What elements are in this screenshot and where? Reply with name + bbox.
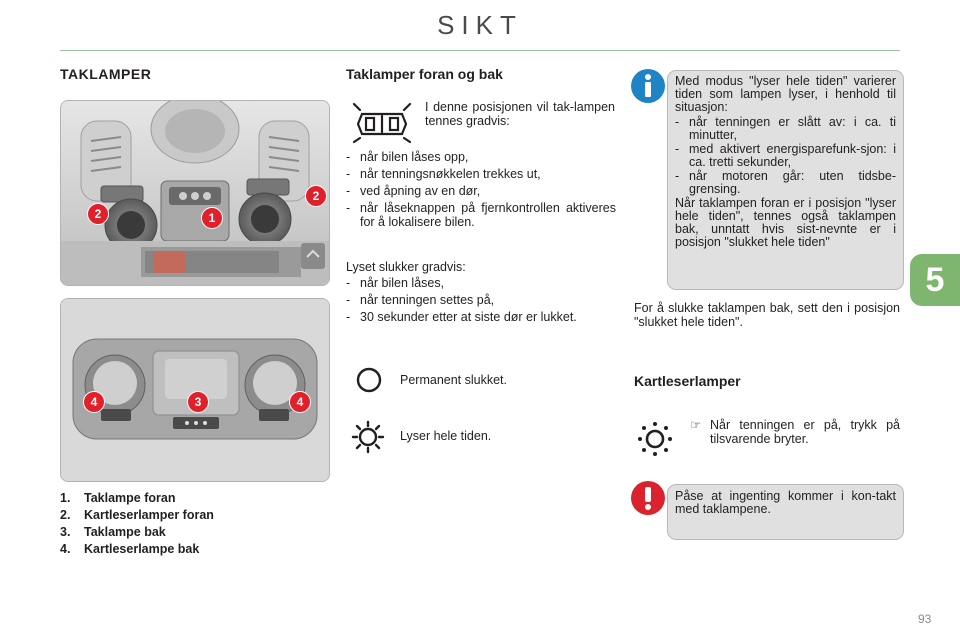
legend-item: 2.Kartleserlamper foran (60, 508, 214, 522)
badge-4-right: 4 (289, 391, 311, 413)
list-item: -når tenningsnøkkelen trekkes ut, (346, 167, 541, 181)
section-heading: TAKLAMPER (60, 66, 152, 82)
list-item: -når låseknappen på fjernkontrollen akti… (346, 201, 616, 229)
badge-3: 3 (187, 391, 209, 413)
on-conditions-list: -når bilen låses opp, -når tenningsnøkke… (346, 150, 616, 232)
header-divider (60, 50, 900, 51)
kart-instruction: ☞ Når tenningen er på, trykk på tilsvare… (690, 418, 900, 446)
list-item: -når bilen låses opp, (346, 150, 469, 164)
rear-console-image: 4 3 4 (60, 298, 330, 482)
list-item: -30 sekunder etter at siste dør er lukke… (346, 310, 577, 324)
front-console-illustration (61, 101, 329, 285)
legend-item: 3.Taklampe bak (60, 525, 166, 539)
list-item: -når motoren går: uten tidsbe-grensing. (675, 169, 896, 196)
list-item: -når tenningen er slått av: i ca. ti min… (675, 115, 896, 142)
info-icon (631, 69, 665, 103)
always-on-label: Lyser hele tiden. (400, 429, 492, 443)
badge-2-right: 2 (305, 185, 327, 207)
subsection-heading-kartleser: Kartleserlamper (634, 373, 741, 389)
front-console-image: 2 1 2 (60, 100, 330, 286)
page-title: SIKT (437, 10, 523, 40)
info-outro: Når taklampen foran er i posisjon "lyser… (675, 196, 896, 249)
permanent-off-label: Permanent slukket. (400, 373, 507, 387)
door-mode-description: I denne posisjonen vil tak-lampen tennes… (425, 100, 615, 128)
list-item: -når bilen låses, (346, 276, 445, 290)
off-intro: Lyset slukker gradvis: (346, 260, 466, 274)
always-on-icon (351, 420, 385, 454)
badge-2-left: 2 (87, 203, 109, 225)
legend-item: 1.Taklampe foran (60, 491, 176, 505)
off-conditions-list: -når bilen låses, -når tenningen settes … (346, 276, 616, 327)
chapter-tab[interactable]: 5 (910, 254, 960, 306)
badge-1: 1 (201, 207, 223, 229)
figure-legend: 1.Taklampe foran 2.Kartleserlamper foran… (60, 490, 214, 558)
warning-note: Påse at ingenting kommer i kon-takt med … (667, 484, 904, 540)
info-intro: Med modus "lyser hele tiden" varierer ti… (675, 74, 896, 114)
rear-off-instruction: For å slukke taklampen bak, sett den i p… (634, 301, 900, 329)
page-number: 93 (918, 612, 932, 626)
warning-icon (631, 481, 665, 515)
list-item: -når tenningen settes på, (346, 293, 495, 307)
info-note: Med modus "lyser hele tiden" varierer ti… (667, 70, 904, 290)
off-mode-icon (356, 367, 382, 393)
press-arrow-icon: ☞ (690, 418, 702, 432)
list-item: -med aktivert energisparefunk-sjon: i ca… (675, 142, 896, 169)
map-lamp-icon (638, 422, 672, 456)
list-item: -ved åpning av en dør, (346, 184, 481, 198)
door-mode-icon (352, 102, 412, 144)
rear-console-illustration (61, 299, 329, 481)
badge-4-left: 4 (83, 391, 105, 413)
legend-item: 4.Kartleserlampe bak (60, 542, 200, 556)
subsection-heading-front-rear: Taklamper foran og bak (346, 66, 503, 82)
